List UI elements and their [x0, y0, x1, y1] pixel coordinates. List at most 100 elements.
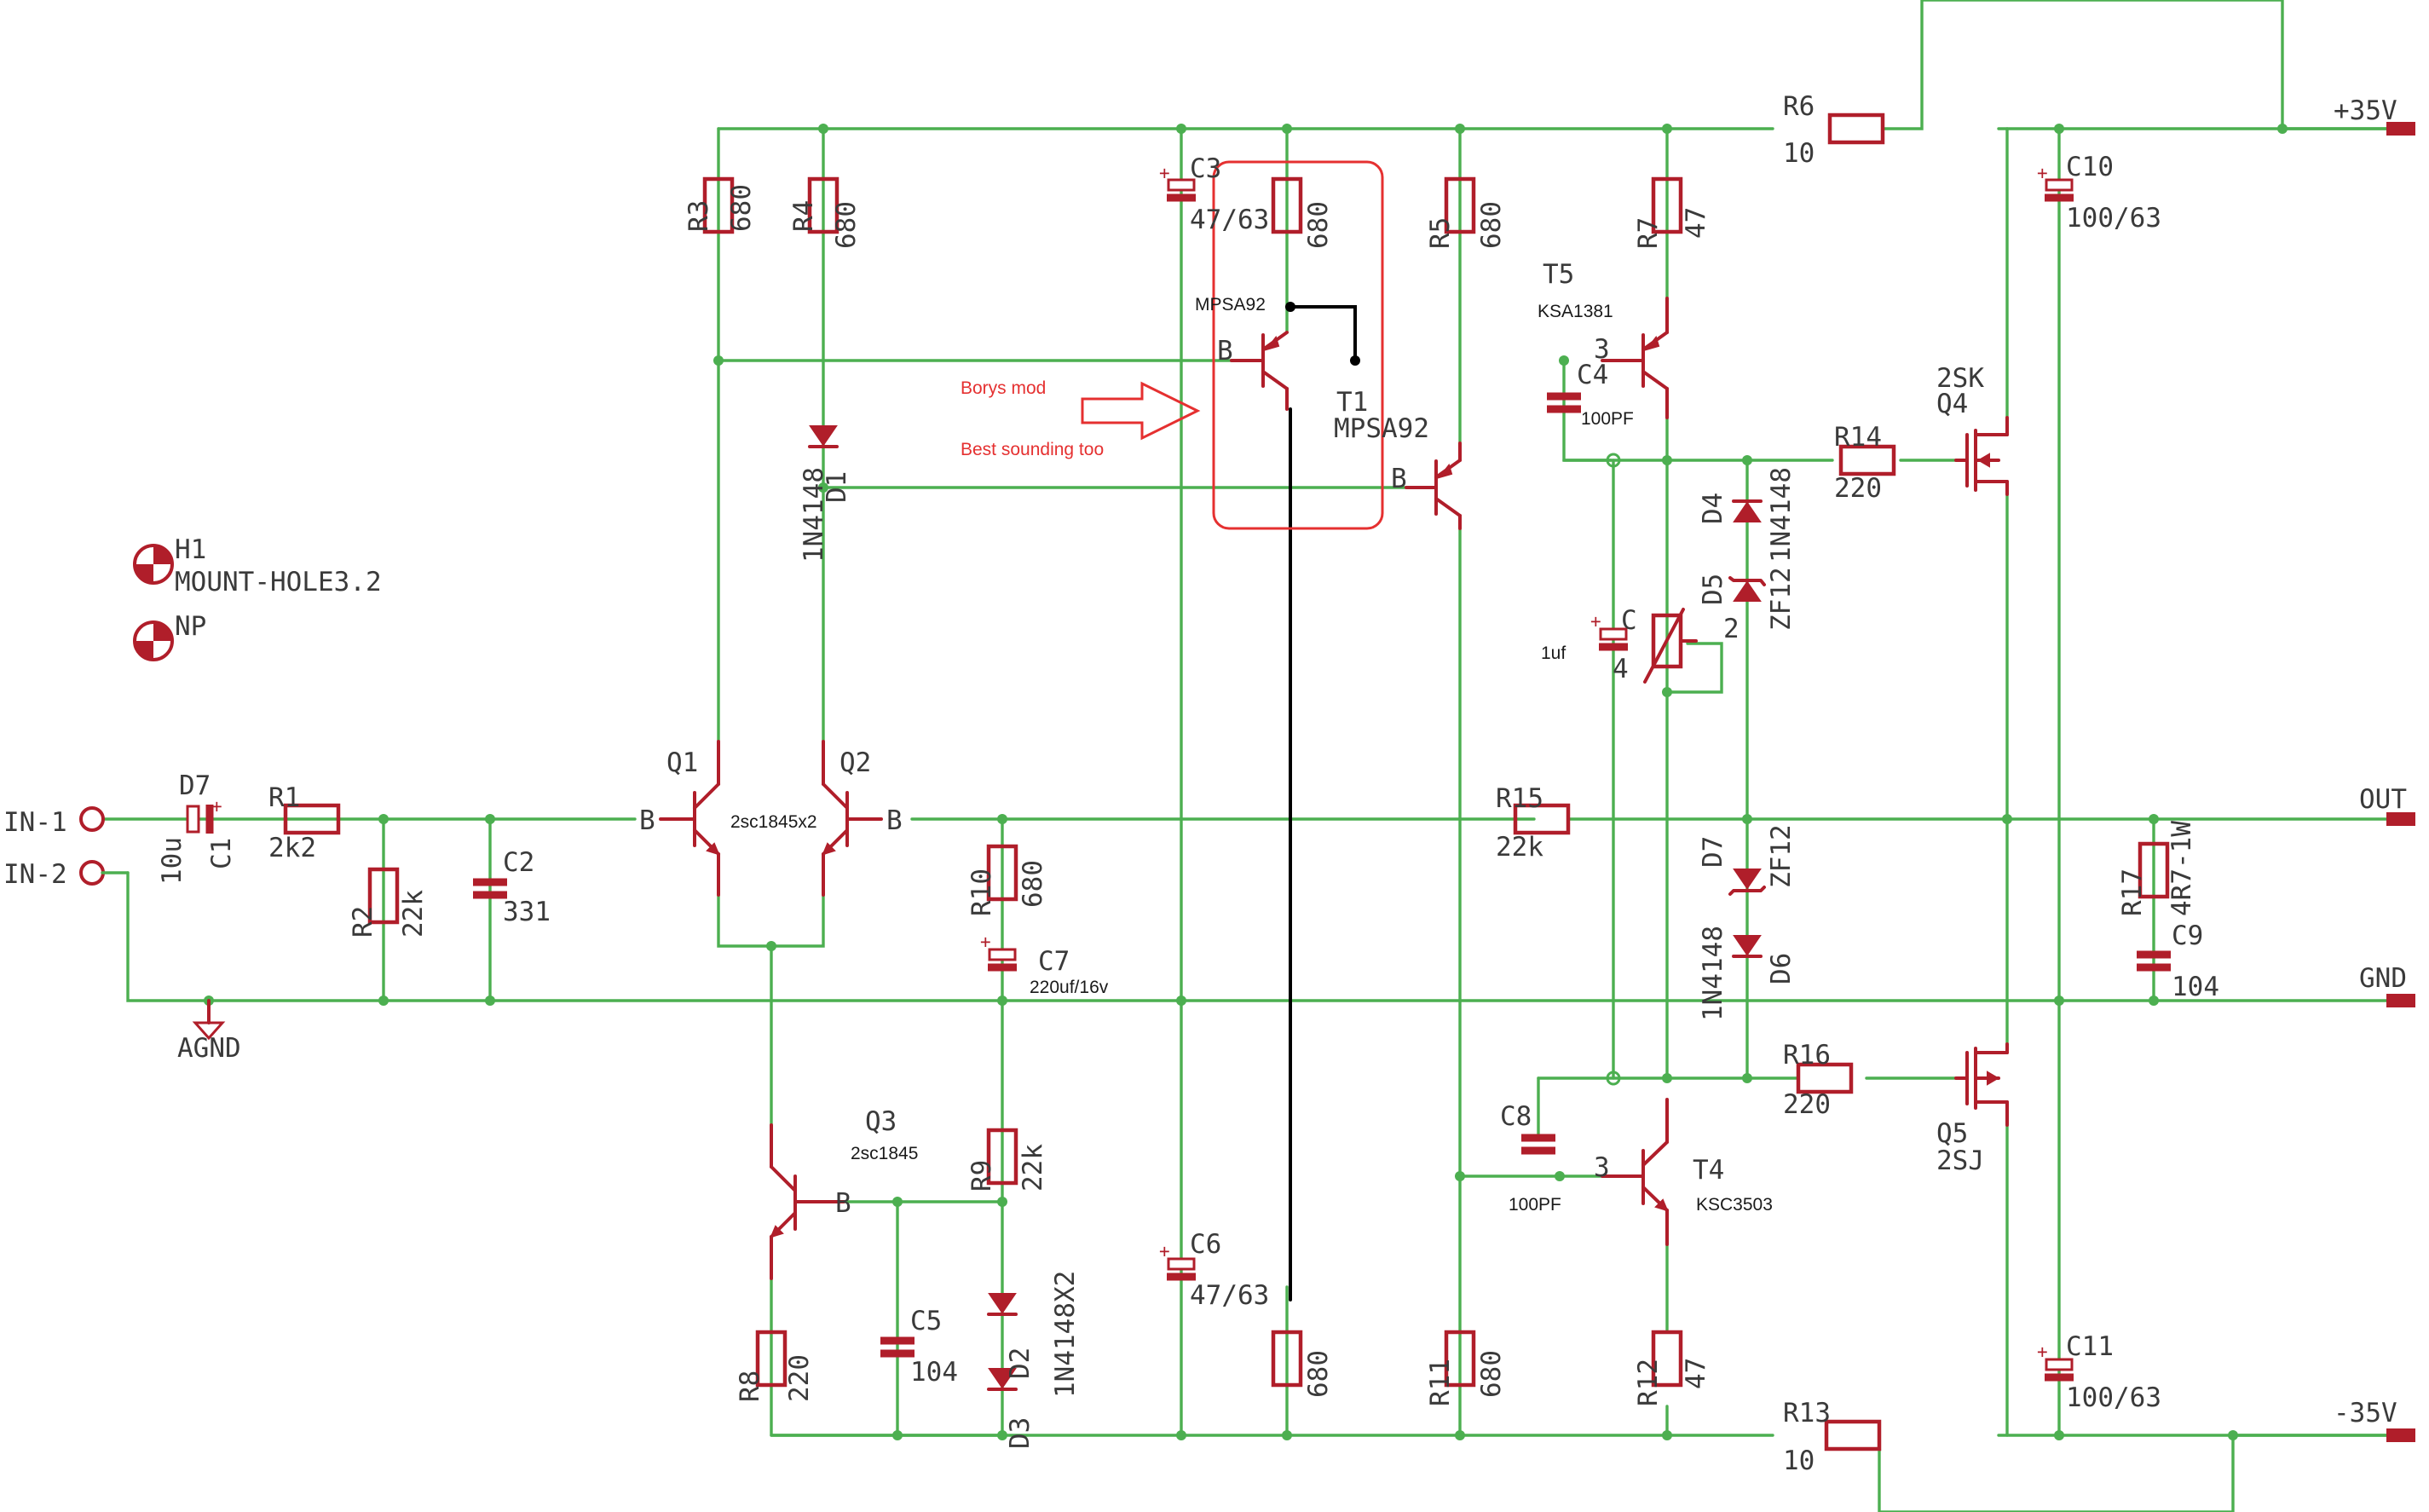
mod-junction [1350, 355, 1360, 366]
connector-out-pad[interactable] [2386, 812, 2415, 826]
label-r16: R16 [1783, 1040, 1831, 1071]
junction [1606, 453, 1621, 468]
wire-vplus-rail [1881, 0, 2388, 130]
junction [1455, 1430, 1465, 1440]
transistor-T1 [1405, 441, 1462, 530]
pin-t5-3: 3 [1594, 334, 1610, 365]
junction [892, 1197, 903, 1207]
label-c2-value: 331 [503, 897, 551, 927]
label-q4: Q4 [1936, 389, 1968, 419]
mod-junction [1285, 302, 1295, 312]
label-c1-value: 10u [157, 837, 188, 885]
mod-wire [1285, 305, 1357, 362]
resistor-R1 [283, 803, 341, 835]
junction [818, 482, 828, 493]
label-c11: C11 [2066, 1331, 2114, 1362]
connector-in1-pad[interactable] [79, 806, 105, 832]
resistor-R16 [1796, 1062, 1854, 1094]
junction [2277, 124, 2288, 134]
capacitor-C1: + [186, 796, 222, 834]
transistor-Q3 [770, 1123, 845, 1280]
connector-vplus-pad[interactable] [2386, 122, 2415, 136]
label-c5: C5 [910, 1306, 942, 1336]
label-c1: C1 [206, 838, 237, 869]
trimmer-pot [1643, 608, 1698, 684]
label-rmod-value: 680 [1303, 201, 1334, 249]
connector-vminus-pad[interactable] [2386, 1428, 2415, 1442]
label-q3: Q3 [865, 1106, 897, 1137]
label-d7: D7 [1698, 836, 1728, 868]
label-c9: C9 [2172, 920, 2203, 951]
label-c4-value: 100PF [1581, 409, 1634, 429]
diode-D1 [808, 425, 839, 448]
wire-pot-wiper [1665, 642, 1723, 694]
junction [1555, 1171, 1565, 1181]
label-vminus: -35V [2334, 1398, 2397, 1428]
pin-t4-3: 3 [1594, 1152, 1610, 1183]
label-gnd: GND [2359, 963, 2407, 994]
label-r5-value: 680 [1476, 201, 1507, 249]
mod-wiring [1285, 302, 1360, 1301]
label-c3: C3 [1190, 153, 1221, 184]
connector-in2-pad[interactable] [79, 860, 105, 886]
label-c6: C6 [1190, 1229, 1221, 1260]
annotation-mod-note: Best sounding too [961, 440, 1104, 459]
junction [997, 814, 1007, 824]
pin-q3-b: B [835, 1188, 851, 1219]
label-np: D7 [179, 770, 211, 801]
connector-gnd-pad[interactable] [2386, 994, 2415, 1007]
capacitor-C3: + [1159, 163, 1196, 202]
svg-text:+: + [1159, 163, 1170, 183]
label-c11-value: 100/63 [2066, 1382, 2161, 1413]
svg-text:+: + [1159, 1241, 1170, 1261]
label-t1: T1 [1336, 387, 1368, 418]
label-r7-value: 47 [1681, 207, 1711, 239]
label-q4-value: 2SK [1936, 363, 1984, 394]
label-d7-value: ZF12 [1766, 824, 1797, 888]
junction [766, 941, 776, 951]
label-vplus: +35V [2334, 95, 2397, 126]
resistor-R4 [807, 176, 839, 234]
resistor-R9 [986, 1128, 1018, 1186]
label-r1: R1 [268, 782, 300, 813]
junction [1662, 687, 1672, 697]
junction [1176, 995, 1186, 1006]
label-r15: R15 [1496, 783, 1543, 814]
label-r6-value: 10 [1783, 138, 1815, 169]
junction [2228, 1430, 2238, 1440]
diode-D5 [1728, 576, 1766, 602]
pin-q1-b: B [639, 805, 655, 836]
resistor-R10 [986, 844, 1018, 902]
label-q1: Q1 [666, 747, 698, 778]
diode-D2 [987, 1293, 1018, 1316]
mount-hole-h3 [133, 544, 174, 585]
label-r15-value: 22k [1496, 832, 1543, 863]
label-c10: C10 [2066, 152, 2114, 182]
annotation-mod-title: Borys mod [961, 378, 1046, 398]
label-r7: R7 [1633, 217, 1664, 249]
junction [818, 124, 828, 134]
wires [101, 0, 2388, 1512]
label-in2: IN-2 [3, 859, 67, 890]
label-trim-c: C [1621, 605, 1637, 636]
label-r2-value: 22k [398, 890, 429, 938]
label-t5-value: KSA1381 [1538, 302, 1613, 321]
labels: IN-1 IN-2 +35V OUT GND -35V AGND H1 MOUN… [3, 91, 2407, 1476]
label-c5-value: 104 [910, 1357, 958, 1388]
pin-t1-b: B [1391, 464, 1407, 494]
label-mod-part: MPSA92 [1195, 295, 1266, 315]
junction [1742, 814, 1752, 824]
label-t4-value: KSC3503 [1696, 1195, 1773, 1215]
label-r17-value: 4R7-1W [2166, 821, 2197, 916]
label-d3: D3 [1005, 1417, 1036, 1449]
junction [2054, 1430, 2064, 1440]
diodes [808, 425, 1766, 1391]
label-r13-value: 10 [1783, 1446, 1815, 1476]
mosfet-Q4 [1954, 416, 2009, 496]
transistors [659, 297, 2009, 1280]
label-r9-value: 22k [1018, 1144, 1048, 1192]
wire-gnd-rail [126, 871, 2388, 1002]
junction [713, 355, 724, 366]
resistor-R11 [1444, 1330, 1476, 1388]
